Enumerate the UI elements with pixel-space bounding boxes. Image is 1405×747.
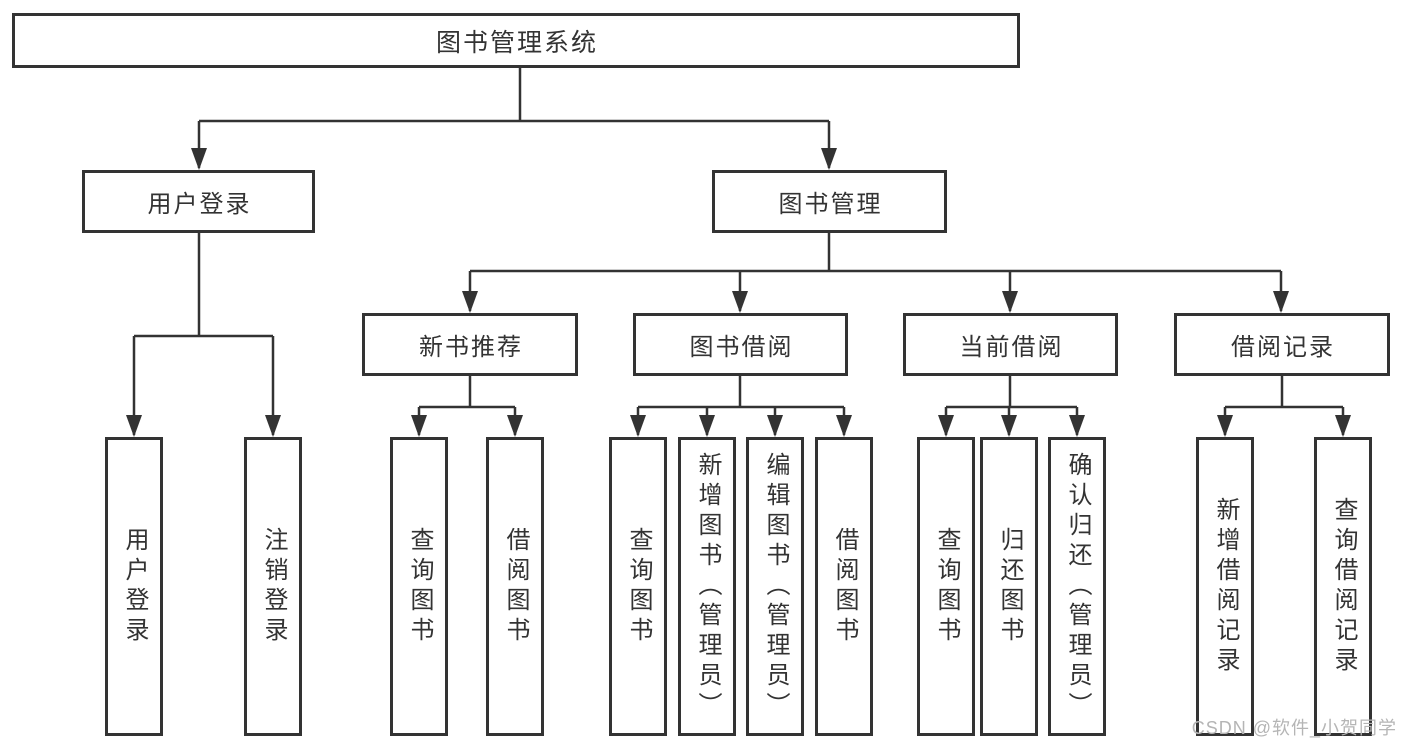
leaf-return-books: 归还图书 [980, 437, 1038, 736]
connector-userlogin-split [134, 233, 273, 338]
leaf-query-books-current: 查询图书 [917, 437, 975, 736]
leaf-add-borrow-record: 新增借阅记录 [1196, 437, 1254, 736]
leaf-user-login: 用户登录 [105, 437, 163, 736]
node-label: 归还图书 [996, 526, 1023, 647]
leaf-edit-books-admin: 编辑图书（管理员） [746, 437, 804, 736]
connector-newbook-split [419, 376, 515, 409]
node-book-borrowing: 图书借阅 [633, 313, 848, 376]
leaf-confirm-return-admin: 确认归还（管理员） [1048, 437, 1106, 736]
node-label: 借阅图书 [502, 526, 529, 647]
leaf-query-books-borrow: 查询图书 [609, 437, 667, 736]
node-label: 借阅记录 [1231, 334, 1335, 361]
node-label: 图书管理系统 [435, 28, 598, 57]
node-label: 图书借阅 [689, 334, 794, 361]
node-new-book-recommendation: 新书推荐 [362, 313, 578, 376]
node-label: 查询借阅记录 [1330, 496, 1357, 677]
node-current-borrowing: 当前借阅 [903, 313, 1118, 376]
node-label: 查询图书 [625, 526, 652, 647]
leaf-query-borrow-record: 查询借阅记录 [1314, 437, 1372, 736]
connector-currentborrow-split [946, 376, 1077, 409]
node-user-login: 用户登录 [82, 170, 315, 233]
leaf-borrow-books: 借阅图书 [815, 437, 873, 736]
connector-borrowrecords-split [1225, 376, 1343, 409]
node-label: 新增图书（管理员） [694, 451, 721, 722]
node-book-management: 图书管理 [712, 170, 947, 233]
node-label: 新书推荐 [419, 334, 523, 361]
node-label: 用户登录 [147, 191, 252, 218]
node-borrowing-records: 借阅记录 [1174, 313, 1390, 376]
node-label: 借阅图书 [831, 526, 858, 647]
node-label: 查询图书 [406, 526, 433, 647]
leaf-borrow-books-recommend: 借阅图书 [486, 437, 544, 736]
csdn-watermark: CSDN @软件_小贺同学 [1191, 718, 1397, 738]
node-label: 注销登录 [260, 526, 287, 647]
leaf-add-books-admin: 新增图书（管理员） [678, 437, 736, 736]
node-label: 新增借阅记录 [1212, 496, 1239, 677]
node-label: 当前借阅 [959, 334, 1064, 361]
node-label: 编辑图书（管理员） [762, 451, 789, 722]
node-label: 查询图书 [933, 526, 960, 647]
connector-bookborrow-split [638, 376, 844, 409]
leaf-query-books-recommend: 查询图书 [390, 437, 448, 736]
node-label: 确认归还（管理员） [1064, 451, 1091, 722]
node-label: 用户登录 [121, 526, 148, 647]
connector-bookmgmt-split [470, 233, 1281, 273]
node-library-management-system: 图书管理系统 [12, 13, 1020, 68]
node-label: 图书管理 [778, 191, 883, 218]
leaf-logout: 注销登录 [244, 437, 302, 736]
connector-root-split [199, 68, 829, 123]
